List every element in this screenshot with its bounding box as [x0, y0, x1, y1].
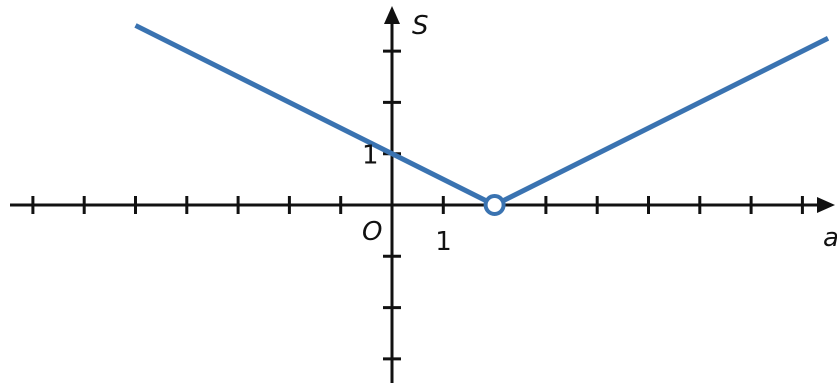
axes	[10, 6, 835, 383]
series-layer	[134, 23, 830, 216]
open-point-marker	[483, 194, 506, 216]
y-axis-label: S	[412, 11, 429, 41]
y-axis-arrow	[384, 6, 400, 24]
x-axis-arrow	[817, 197, 835, 213]
labels: S a O 1 1	[362, 11, 837, 257]
series-line	[134, 23, 830, 208]
origin-label: O	[362, 217, 382, 247]
y-tick-label-1: 1	[362, 141, 379, 171]
x-axis-label: a	[823, 223, 837, 253]
x-tick-label-1: 1	[435, 227, 452, 257]
